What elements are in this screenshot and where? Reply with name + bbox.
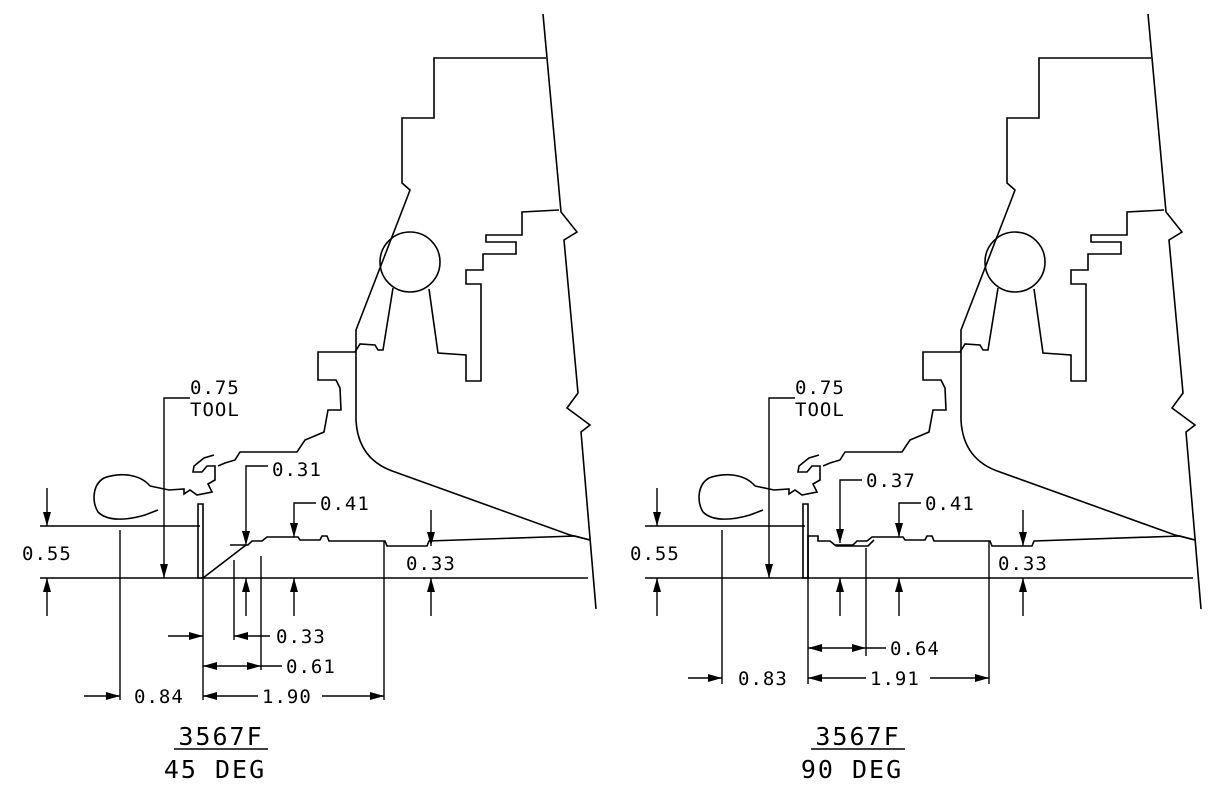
part-profile-45deg (93, 13, 597, 610)
step-031-label: 0.31 (272, 459, 322, 481)
tool-label-90: TOOL (795, 399, 845, 421)
part-profile-90deg (698, 13, 1202, 610)
square-step-90 (807, 535, 875, 578)
angle-label-45: 45 DEG (164, 755, 266, 784)
horiz-064-label: 0.64 (890, 638, 940, 660)
horiz-033-label: 0.33 (276, 626, 326, 648)
offset-084-label: 0.84 (134, 686, 184, 708)
step-041-label-90: 0.41 (925, 493, 975, 515)
height-055-label: 0.55 (22, 543, 72, 565)
part-number-45: 3567F (178, 722, 263, 751)
step-033-right-label: 0.33 (406, 553, 456, 575)
height-055-label-90: 0.55 (630, 543, 680, 565)
horiz-191-label: 1.91 (870, 668, 920, 690)
step-033-right-label-90: 0.33 (998, 553, 1048, 575)
tool-size-label-90: 0.75 (795, 377, 845, 399)
tool-label: TOOL (190, 399, 240, 421)
tool-size-label: 0.75 (190, 377, 240, 399)
view-45deg: 0.75 TOOL 0.55 0.31 0.41 0.33 (22, 13, 597, 784)
step-041-label: 0.41 (320, 493, 370, 515)
part-number-90: 3567F (815, 722, 900, 751)
chamfer-45 (202, 544, 247, 579)
step-037-label: 0.37 (866, 470, 916, 492)
view-90deg: 0.75 TOOL 0.55 0.37 0.41 0.33 (630, 13, 1202, 784)
horiz-190-label: 1.90 (262, 686, 312, 708)
angle-label-90: 90 DEG (801, 755, 903, 784)
horiz-061-label: 0.61 (286, 656, 336, 678)
offset-083-label: 0.83 (738, 668, 788, 690)
